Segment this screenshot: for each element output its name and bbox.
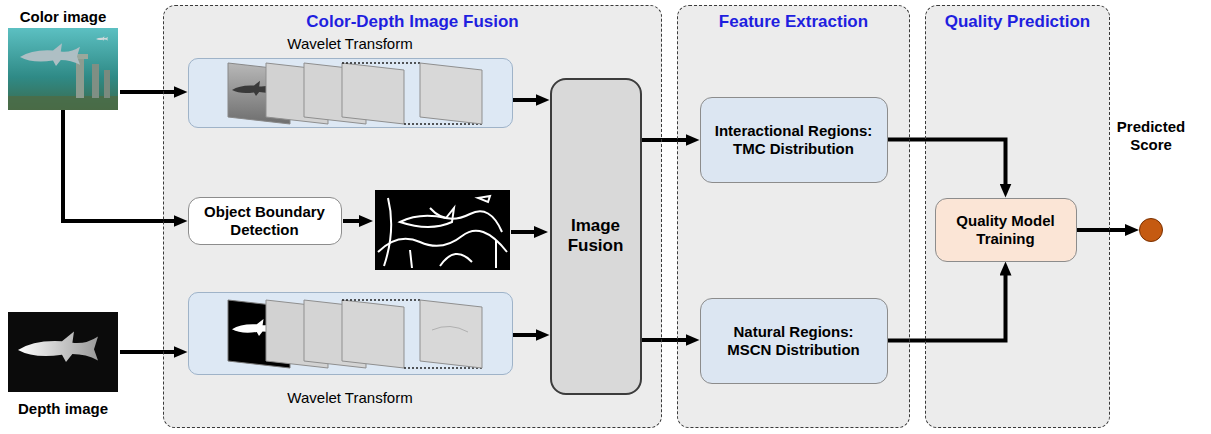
process-box: Object Boundary Detection <box>188 197 342 245</box>
depth-image-node: Depth image <box>6 310 120 420</box>
wavelet-box-fill <box>188 58 513 128</box>
color-photo-pillar <box>92 64 99 98</box>
dotted-line <box>404 367 482 369</box>
depth-photo <box>8 312 118 392</box>
boundary-lines <box>378 196 507 268</box>
dotted-line <box>342 299 420 301</box>
panel-fill <box>163 5 662 428</box>
boundary-line <box>378 231 507 252</box>
wavelet-subband <box>342 300 404 368</box>
fusion-panel: Color-Depth Image FusionWavelet Transfor… <box>163 5 662 428</box>
flow-arrow <box>513 333 538 337</box>
image-caption: Depth image <box>18 400 108 418</box>
panel-heading: Feature Extraction <box>719 12 868 32</box>
flow-arrow <box>1077 228 1128 232</box>
flow-arrow <box>120 350 176 354</box>
flow-arrow <box>120 90 176 94</box>
flow-arrow <box>511 230 536 234</box>
panel-fill <box>677 5 910 428</box>
box-label: Object Boundary Detection <box>194 203 336 239</box>
score-circle <box>1139 218 1163 242</box>
score-node: Predicted Score <box>1113 118 1189 254</box>
dotted-line <box>342 62 420 64</box>
boundary-line <box>384 198 391 266</box>
wavelet-box <box>188 58 513 128</box>
feature-box: Interactional Regions: TMC Distribution <box>700 97 888 183</box>
prediction-panel: Quality PredictionQuality Model Training <box>925 5 1110 428</box>
color-photo-ground <box>8 96 118 110</box>
wavelet-subband <box>342 63 404 124</box>
wavelet-box <box>188 292 513 375</box>
panel-fill <box>925 5 1110 428</box>
color-photo-pillar <box>76 58 84 98</box>
color-photo-shark <box>20 43 80 66</box>
boundary-line <box>440 254 472 266</box>
model-box: Quality Model Training <box>935 198 1077 262</box>
box-label: Interactional Regions: TMC Distribution <box>706 122 882 158</box>
box-label: Natural Regions: MSCN Distribution <box>719 323 869 359</box>
flow-arrow <box>888 274 1006 341</box>
color-photo-pillar <box>104 70 110 98</box>
flow-arrow <box>642 338 688 342</box>
feature-box: Natural Regions: MSCN Distribution <box>700 298 888 384</box>
flow-arrow <box>63 110 176 221</box>
depth-photo-shark <box>18 332 98 362</box>
feature-panel: Feature ExtractionInteractional Regions:… <box>677 5 910 428</box>
box-label: Image Fusion <box>557 216 635 256</box>
boundary-line <box>400 208 454 227</box>
image-caption: Color image <box>20 8 107 26</box>
wavelet-subband-edge <box>432 326 468 332</box>
fusion-box: Image Fusion <box>550 78 642 395</box>
flow-arrow <box>642 138 688 142</box>
flow-arrow <box>888 140 1006 186</box>
box-label: Quality Model Training <box>941 212 1071 248</box>
block-label: Wavelet Transform <box>287 388 412 408</box>
block-label: Wavelet Transform <box>287 34 412 54</box>
flow-arrow <box>343 219 361 223</box>
output-label: Predicted Score <box>1113 118 1189 154</box>
flow-arrow <box>513 98 538 102</box>
boundary-map <box>375 190 510 270</box>
color-image-node: Color image <box>6 8 120 110</box>
color-photo <box>8 28 118 110</box>
panel-heading: Quality Prediction <box>945 12 1090 32</box>
boundary-line <box>410 240 496 268</box>
boundary-line <box>478 196 490 202</box>
color-photo-fish <box>96 36 108 41</box>
wavelet-block: Wavelet Transform <box>188 34 513 128</box>
wavelet-box-fill <box>188 292 513 375</box>
wavelet-block: Wavelet Transform <box>188 292 513 408</box>
wavelet-subband <box>420 63 482 124</box>
dotted-line <box>404 123 482 125</box>
panel-heading: Color-Depth Image Fusion <box>306 12 519 32</box>
wavelet-subband <box>420 300 482 368</box>
boundary-line <box>430 208 502 232</box>
